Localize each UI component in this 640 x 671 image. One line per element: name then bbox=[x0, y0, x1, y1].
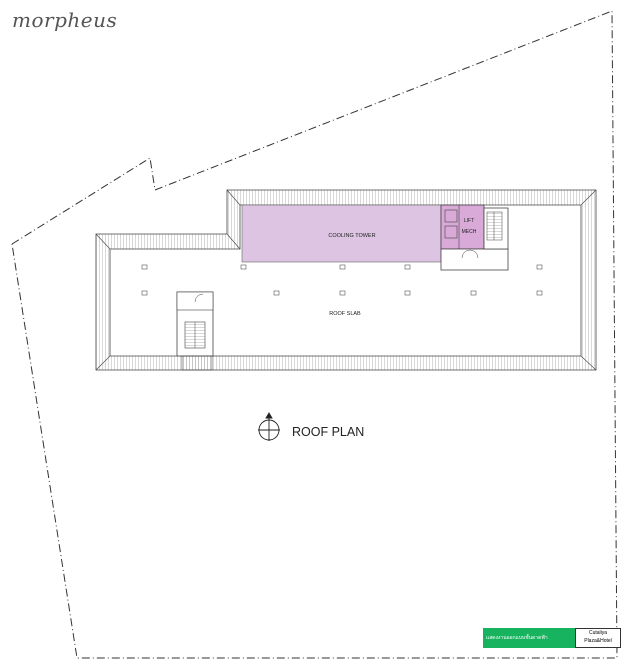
project-name-line2: Plaza&Hotel bbox=[584, 638, 612, 644]
mech-label: MECH bbox=[462, 229, 477, 235]
lift-mech-room bbox=[440, 204, 485, 250]
parapet-corners bbox=[95, 189, 597, 371]
morpheus-logo: morpheus bbox=[12, 8, 118, 32]
cooling-tower-area bbox=[241, 204, 442, 263]
title-block: แสดงงานออกแบบชั้นดาดฟ้า Cutaliya Plaza&H… bbox=[483, 628, 621, 648]
roof-drains bbox=[141, 264, 543, 296]
project-name-line1: Cutaliya bbox=[588, 630, 608, 636]
page-title: ROOF PLAN bbox=[292, 425, 364, 439]
lift-shaft-1 bbox=[444, 209, 458, 223]
title-block-project: Cutaliya Plaza&Hotel bbox=[575, 628, 621, 648]
lift-label: LIFT bbox=[464, 218, 474, 224]
lift-shaft-2 bbox=[444, 225, 458, 239]
roof-slab-label: ROOF SLAB bbox=[329, 311, 361, 317]
north-arrow-icon bbox=[258, 412, 280, 441]
lift-lobby bbox=[440, 248, 509, 271]
title-block-caption: แสดงงานออกแบบชั้นดาดฟ้า bbox=[483, 628, 578, 648]
cooling-tower-label: COOLING TOWER bbox=[328, 233, 375, 239]
